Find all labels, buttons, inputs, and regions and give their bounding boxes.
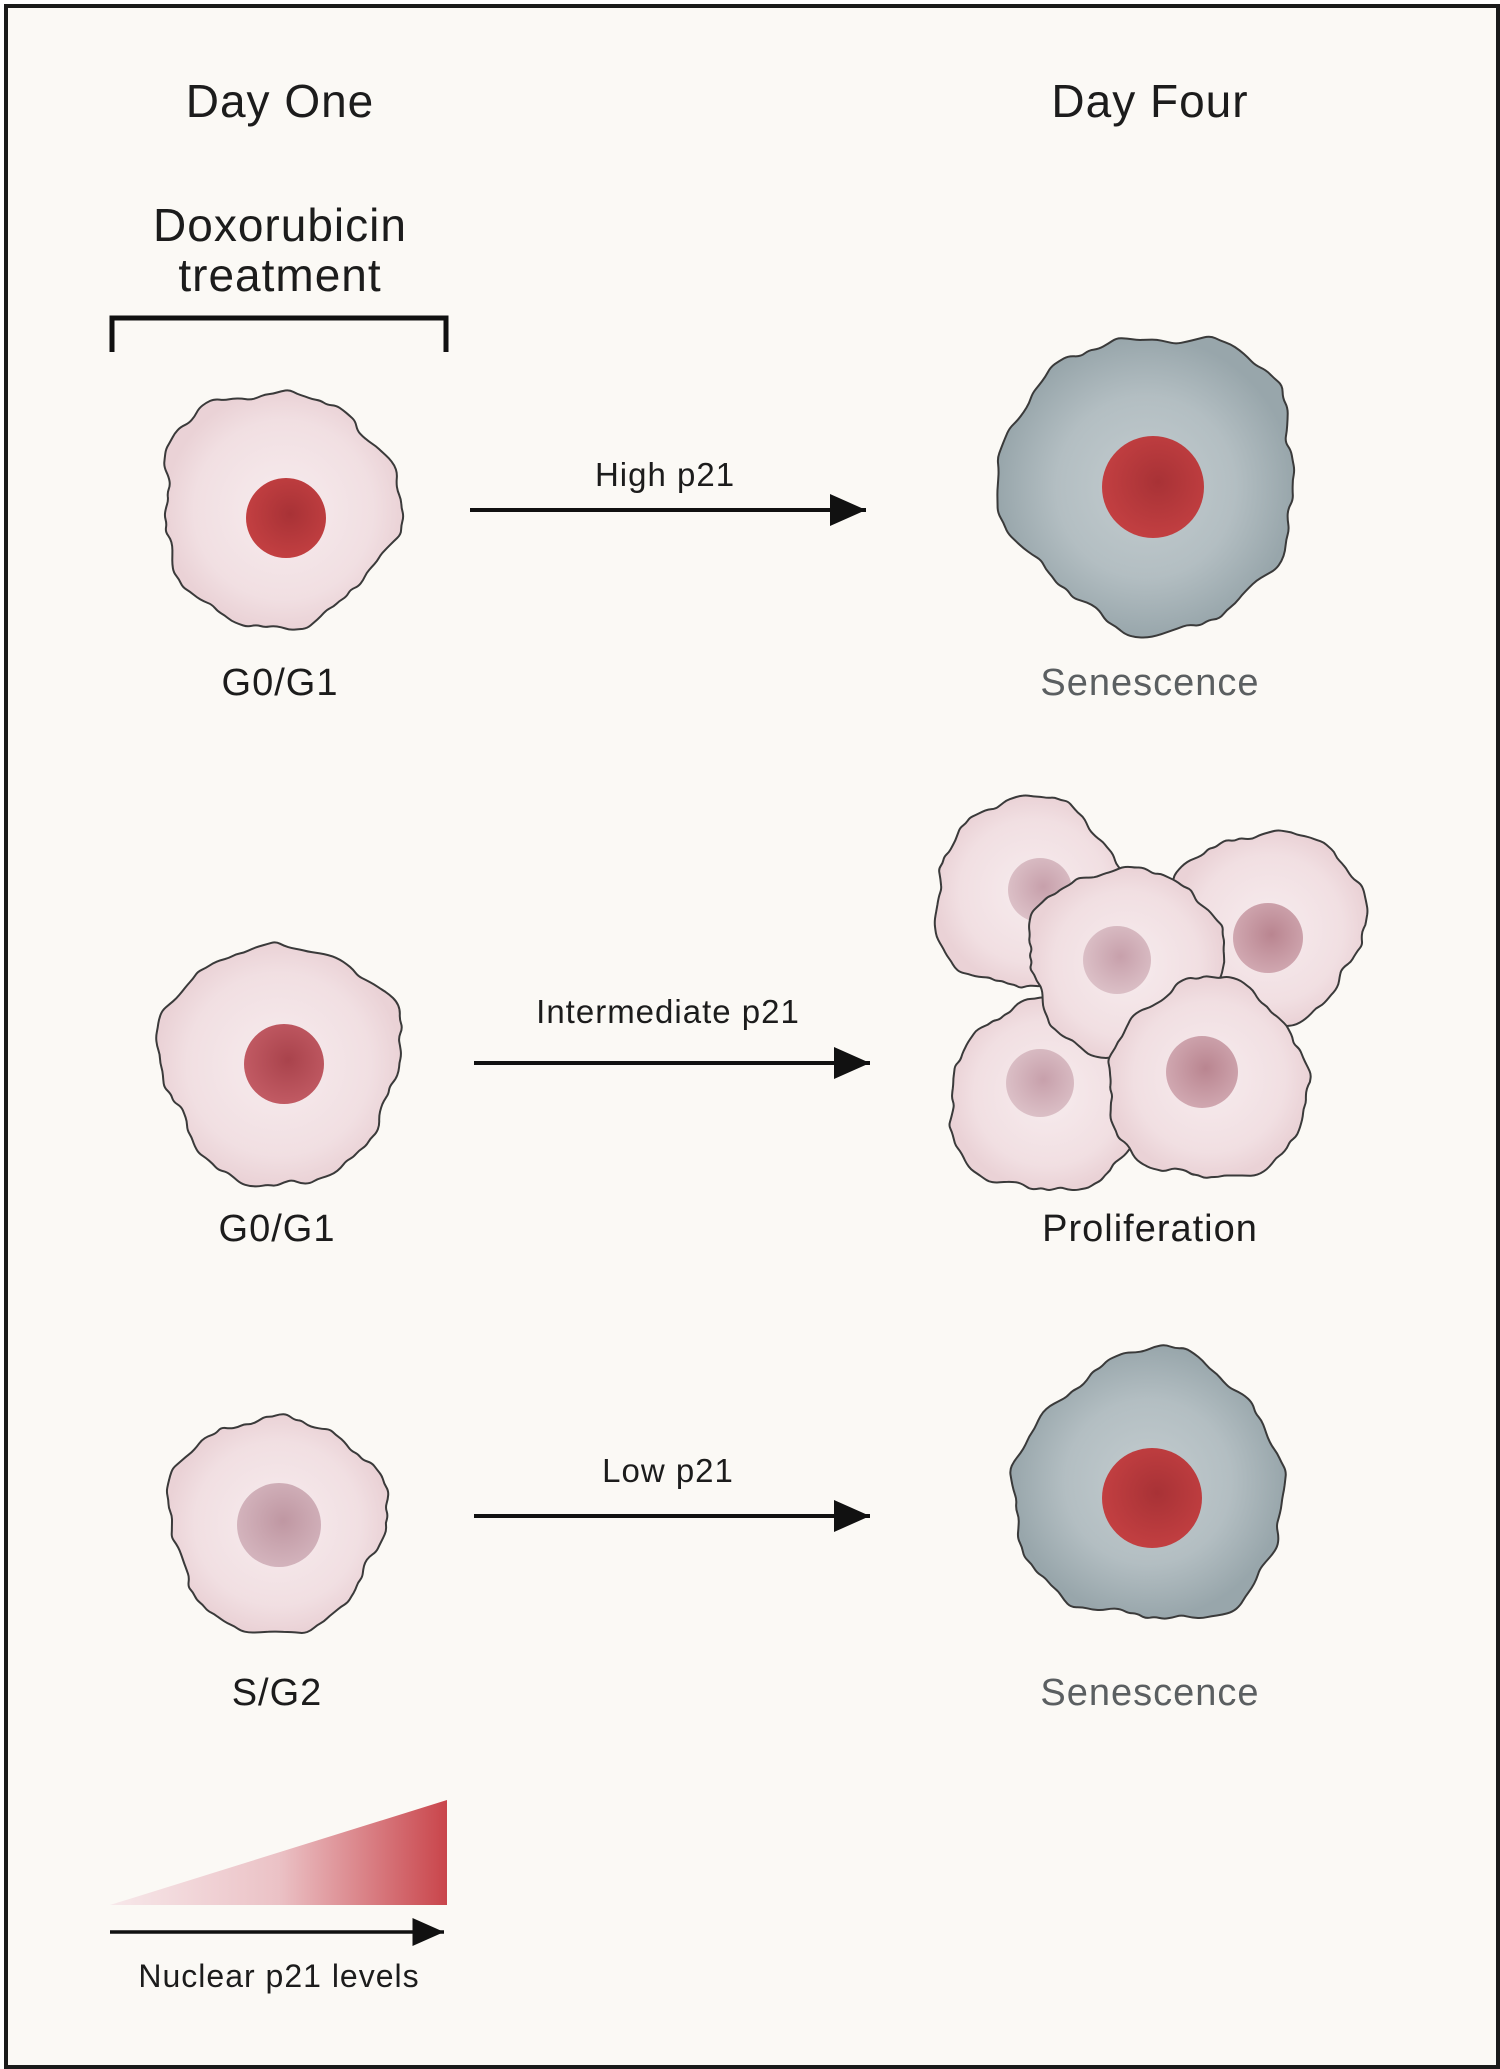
column-title-day-four: Day Four [1051, 75, 1249, 127]
phase-label-row-3: S/G2 [231, 1672, 323, 1714]
nucleus-intermediate [244, 1024, 324, 1104]
phase-label-row-1: G0/G1 [221, 662, 339, 704]
treatment-label: Doxorubicin treatment [153, 200, 407, 300]
nucleus-low [1233, 903, 1303, 973]
cell-g0g1-high [163, 389, 405, 631]
nucleus-high [246, 478, 326, 558]
cell-senescent-2 [1009, 1344, 1287, 1620]
phase-label-row-2: G0/G1 [218, 1208, 336, 1250]
outcome-label-row-1: Senescence [1040, 662, 1260, 704]
proliferating-cells [933, 794, 1369, 1192]
arrow-label-row-2: Intermediate p21 [536, 993, 800, 1030]
nucleus-low [1166, 1036, 1238, 1108]
nucleus-low [237, 1483, 321, 1567]
nucleus-high [1102, 1448, 1202, 1548]
nucleus-high [1102, 436, 1204, 538]
treatment-bracket [109, 315, 449, 352]
arrow-label-row-3: Low p21 [602, 1452, 734, 1489]
column-title-day-one: Day One [185, 75, 375, 127]
outcome-label-row-3: Senescence [1040, 1672, 1260, 1714]
legend-label: Nuclear p21 levels [138, 1958, 420, 1994]
arrow-label-row-1: High p21 [594, 456, 736, 493]
p21-gradient-wedge [110, 1800, 447, 1905]
nucleus-low [1006, 1049, 1074, 1117]
cell-sg2-low [165, 1413, 390, 1634]
treatment-line-2: treatment [178, 249, 382, 301]
treatment-line-1: Doxorubicin [153, 199, 407, 251]
cell-g0g1-intermediate [155, 941, 403, 1188]
outcome-label-row-2: Proliferation [1042, 1208, 1258, 1250]
nucleus-low [1083, 926, 1151, 994]
cell-senescent-1 [996, 335, 1296, 639]
